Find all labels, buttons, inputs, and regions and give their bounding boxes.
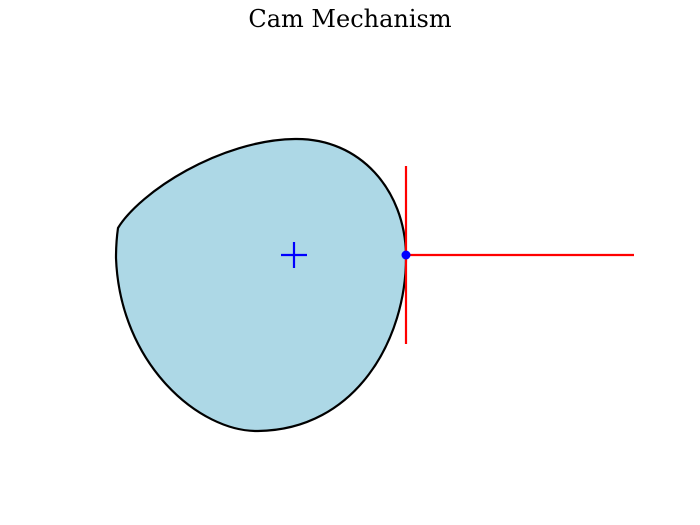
diagram-title: Cam Mechanism xyxy=(248,5,452,33)
cam-center-marker xyxy=(281,242,307,268)
cam-profile xyxy=(114,137,408,433)
contact-point xyxy=(401,250,411,260)
